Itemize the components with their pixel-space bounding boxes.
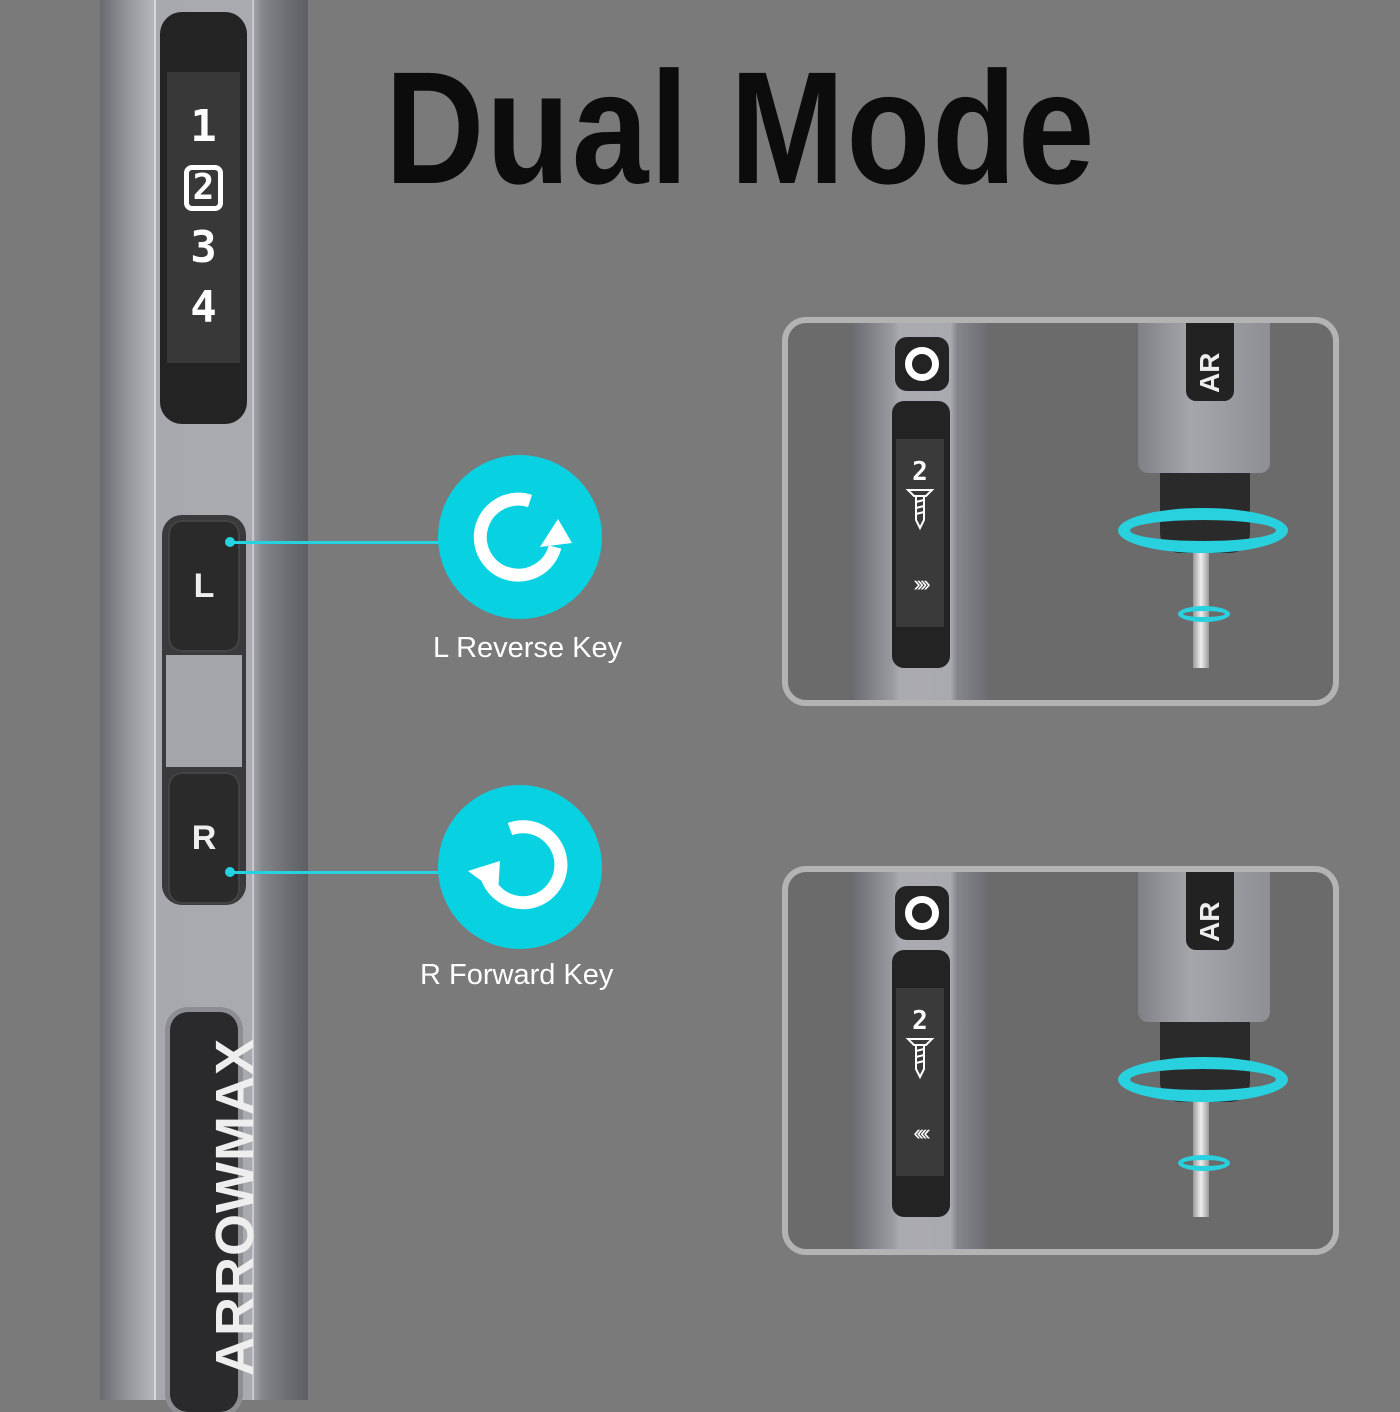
brand-badge: [170, 1012, 238, 1412]
divider: [154, 0, 156, 1400]
power-button: [895, 886, 949, 940]
speed-screen: 1 2 3 4: [167, 72, 240, 363]
key-divider: [166, 655, 242, 767]
speed-level-2-selected: 2: [183, 164, 224, 211]
reverse-mode-panel: 2 ›››› AR: [782, 317, 1339, 706]
forward-mode-panel: 2 ‹‹‹‹ AR: [782, 866, 1339, 1255]
rotate-counterclockwise-icon: [438, 455, 602, 619]
brand-logo: AR: [1194, 901, 1225, 942]
connector-line: [230, 541, 445, 544]
speed-level-4: 4: [190, 281, 217, 333]
rotation-arrow-icon: [1178, 1155, 1230, 1171]
page-title: Dual Mode: [385, 38, 1097, 217]
rotation-arrow-icon: [1178, 606, 1230, 622]
brand-badge: AR: [1186, 323, 1234, 401]
mode-display: 2 ‹‹‹‹: [892, 950, 950, 1217]
l-key-button[interactable]: L: [168, 520, 240, 652]
connector-line: [230, 871, 445, 874]
screw-icon: [905, 1038, 935, 1080]
r-key-button[interactable]: R: [168, 772, 240, 904]
mode-display: 2 ››››: [892, 401, 950, 668]
power-button: [895, 337, 949, 391]
speed-level-1: 1: [190, 101, 217, 153]
rotation-arrow-icon: [1118, 508, 1288, 553]
r-forward-key-label: R Forward Key: [420, 959, 614, 991]
speed-level: 2: [912, 1006, 928, 1036]
direction-arrows: ‹‹‹‹: [913, 1120, 930, 1145]
speed-level-3: 3: [190, 222, 217, 274]
brand-logo: ARROWMAX: [205, 1038, 265, 1376]
brand-logo: AR: [1194, 352, 1225, 393]
rotation-arrow-icon: [1118, 1057, 1288, 1102]
divider: [252, 0, 254, 1400]
direction-arrows: ››››: [913, 571, 930, 596]
l-reverse-key-label: L Reverse Key: [433, 632, 623, 664]
rotate-clockwise-icon: [438, 785, 602, 949]
screw-icon: [905, 489, 935, 531]
speed-level: 2: [912, 457, 928, 487]
brand-badge: AR: [1186, 872, 1234, 950]
